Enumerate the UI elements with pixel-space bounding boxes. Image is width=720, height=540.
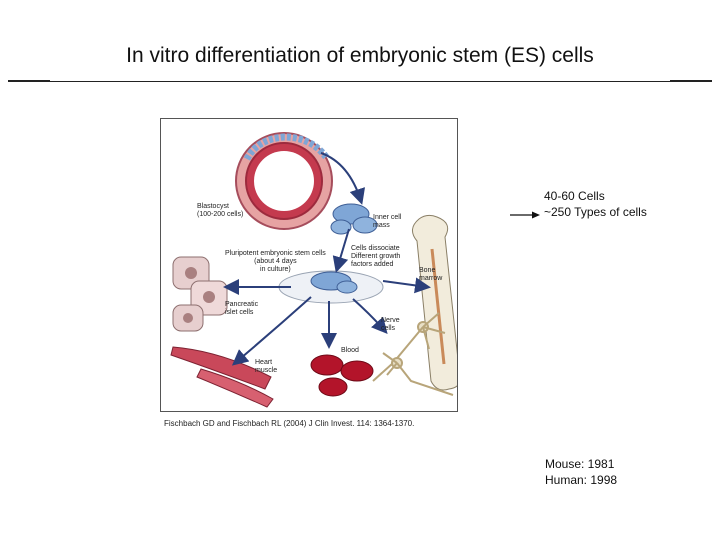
cell-count-note: 40-60 Cells ~250 Types of cells	[544, 188, 647, 220]
blood-label: Blood	[341, 347, 359, 354]
heart-muscle-label: Heart muscle	[255, 359, 277, 375]
culture-dish-illustration	[278, 270, 384, 304]
blastocyst-cell-count: (100-200 cells)	[197, 211, 244, 218]
nerve-cells-label: Nerve cells	[381, 317, 400, 333]
nerve-line2: cells	[381, 325, 396, 332]
nerve-line1: Nerve	[381, 317, 400, 324]
pancreatic-line1: Pancreatic	[225, 301, 259, 308]
red-blood-cells-illustration	[310, 354, 374, 397]
bone-illustration	[412, 214, 457, 391]
figure-illustration	[170, 132, 457, 408]
blastocyst-label: Blastocyst (100-200 cells)	[197, 203, 243, 219]
pluripotent-line2: (about 4 days	[254, 258, 297, 265]
dissociate-line1: Cells dissociate	[351, 245, 400, 252]
arrow-right-icon	[510, 211, 540, 219]
title-rule-main	[50, 81, 670, 82]
inner-cell-mass-line1: Inner cell	[373, 214, 402, 221]
heart-line1: Heart	[255, 359, 273, 366]
slide-title: In vitro differentiation of embryonic st…	[126, 44, 594, 67]
human-year: Human: 1998	[545, 473, 618, 487]
title-rule-left	[8, 80, 50, 82]
nerve-cells-illustration	[372, 312, 454, 396]
pancreatic-line2: islet cells	[225, 309, 254, 316]
pancreatic-islet-label: Pancreatic islet cells	[225, 301, 258, 317]
title-rule-right	[670, 80, 712, 82]
bone-marrow-line1: Bone	[419, 267, 436, 274]
mouse-year: Mouse: 1981	[545, 457, 615, 471]
derivation-years-note: Mouse: 1981 Human: 1998	[545, 456, 617, 488]
dissociate-line3: factors added	[351, 261, 394, 268]
cells-dissociate-label: Cells dissociate Different growth factor…	[351, 245, 400, 269]
heart-line2: muscle	[255, 367, 278, 374]
pancreatic-islet-cells-illustration	[172, 256, 228, 332]
stem-cell-differentiation-figure: Blastocyst (100-200 cells) Inner cell ma…	[160, 118, 458, 412]
blastocyst-label-name: Blastocyst	[197, 203, 229, 210]
cell-types-line: ~250 Types of cells	[544, 205, 647, 219]
bone-marrow-line2: marrow	[419, 275, 443, 282]
figure-citation: Fischbach GD and Fischbach RL (2004) J C…	[164, 419, 415, 428]
inner-cell-mass-label: Inner cell mass	[373, 214, 401, 230]
bone-marrow-label: Bone marrow	[419, 267, 442, 283]
dissociate-line2: Different growth	[351, 253, 401, 260]
pluripotent-line3: in culture)	[260, 266, 291, 273]
blastocyst-illustration	[235, 132, 333, 230]
pluripotent-stem-cells-label: Pluripotent embryonic stem cells (about …	[225, 250, 326, 274]
inner-cell-mass-line2: mass	[373, 222, 390, 229]
cell-count-line: 40-60 Cells	[544, 189, 605, 203]
pluripotent-line1: Pluripotent embryonic stem cells	[225, 250, 326, 257]
heart-muscle-illustration	[170, 346, 274, 408]
inner-cell-mass-illustration	[330, 203, 378, 235]
